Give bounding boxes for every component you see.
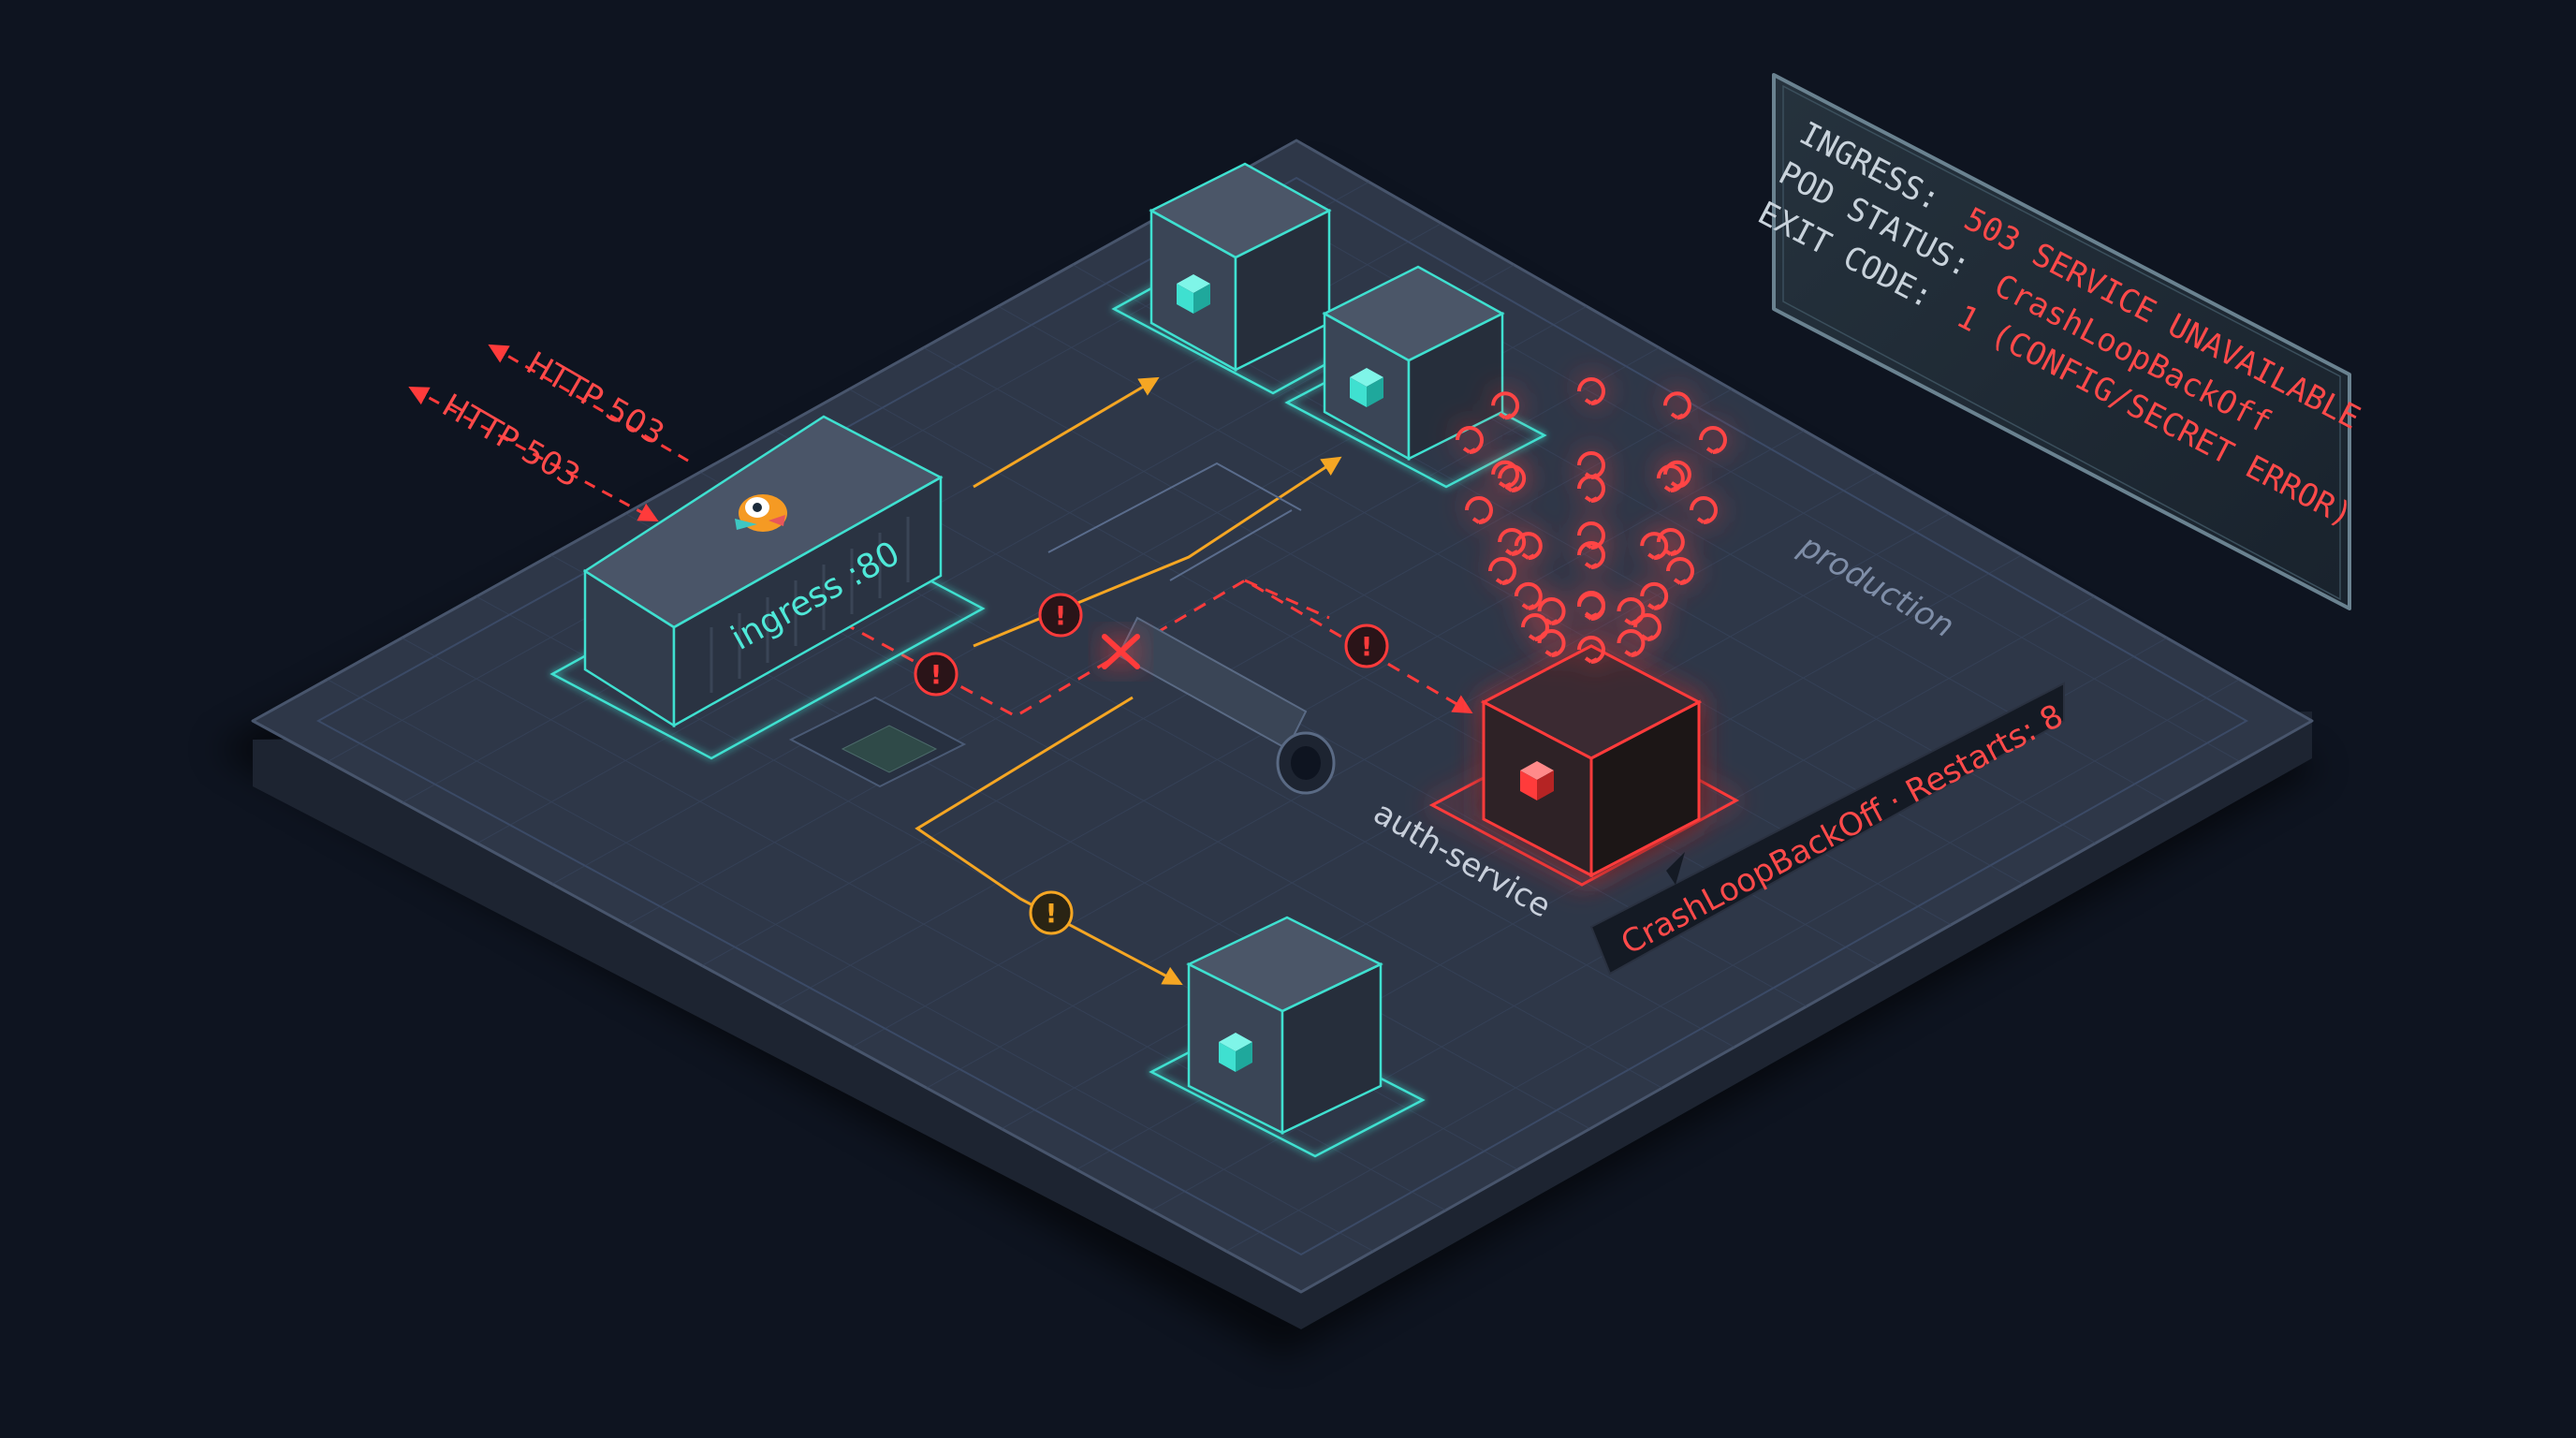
pod-icon	[1177, 274, 1210, 314]
broken-link-x-icon	[1102, 634, 1140, 669]
restart-icon	[1456, 426, 1484, 454]
restart-icon	[1577, 451, 1605, 479]
restart-icon	[1577, 521, 1605, 550]
warnings: ! ! ! !	[914, 593, 1389, 935]
restart-icon	[1656, 464, 1685, 493]
pod-bottom[interactable]	[1149, 916, 1426, 1158]
floor-tiles	[788, 696, 967, 788]
restart-icon	[1577, 475, 1605, 503]
pod-icon	[1350, 368, 1383, 407]
restart-icon	[1488, 557, 1516, 585]
restart-icon	[1666, 557, 1694, 585]
restart-icon	[1514, 581, 1543, 610]
restart-icon	[1498, 464, 1527, 493]
bird-mascot-icon	[735, 494, 787, 532]
svg-text:!: !	[930, 659, 943, 690]
restart-icon	[1521, 613, 1549, 641]
restart-icon	[1577, 591, 1605, 619]
error-requests: HTTP 503 HTTP 503	[408, 344, 694, 521]
restart-icon	[1491, 391, 1520, 420]
restart-icon	[1537, 597, 1566, 626]
pod-icon	[1219, 1033, 1252, 1072]
error-alert-icon: !	[1038, 593, 1083, 638]
restart-icon	[1577, 636, 1605, 664]
route-auth-link	[1244, 579, 1330, 620]
route-bottom	[915, 696, 1183, 985]
error-alert-icon: !	[914, 652, 959, 697]
pod-top-right[interactable]	[1284, 265, 1547, 489]
pod-auth-crashloop[interactable]	[1428, 644, 1740, 887]
restart-icon	[1577, 377, 1605, 405]
restart-icon	[1617, 628, 1646, 657]
restart-cycle-icon	[1456, 377, 1727, 664]
restart-icon	[1617, 597, 1646, 626]
http-error-label-2: HTTP 503	[436, 387, 587, 495]
restart-icon	[1699, 426, 1727, 454]
pod-top-left[interactable]	[1111, 162, 1369, 395]
restart-icon	[1514, 532, 1543, 561]
restart-icon	[1662, 391, 1691, 420]
route-top-left	[973, 376, 1160, 489]
svg-text:!: !	[1361, 631, 1373, 662]
restart-icon	[1690, 496, 1718, 524]
restart-icon	[1640, 581, 1669, 610]
restart-icon	[1465, 496, 1493, 524]
warning-alert-icon: !	[1029, 890, 1074, 935]
pod-icon	[1520, 761, 1554, 800]
svg-text:!: !	[1046, 898, 1058, 929]
error-alert-icon: !	[1344, 624, 1389, 668]
svg-text:!: !	[1055, 600, 1067, 631]
restart-icon	[1640, 532, 1669, 561]
service-pipe	[1102, 616, 1336, 795]
restart-icon	[1498, 527, 1527, 556]
